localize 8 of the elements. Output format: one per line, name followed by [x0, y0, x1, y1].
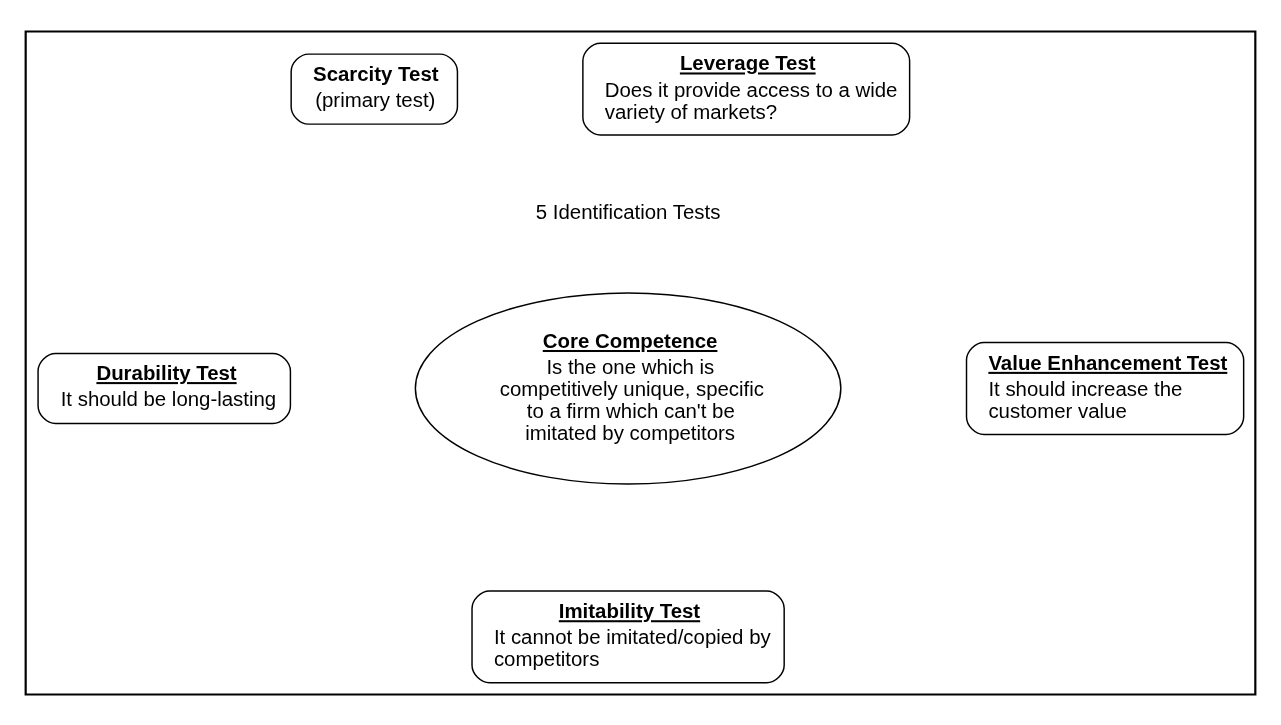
cluster: [24, 29, 1257, 696]
node-box: Imitability Test It cannot be imitated/copied by competitors: [471, 589, 785, 684]
node-box: Value Enhancement Test It should increase the customer value: [965, 341, 1245, 435]
label: 5 Identification Tests: [535, 200, 721, 223]
node-ellipse: Core Competence Is the one which is competitively unique, specific to a firm which can't be imitated by competitors: [414, 291, 842, 485]
node-box: Scarcity Test (primary test): [290, 52, 459, 125]
node-box: Leverage Test Does it provide access to a wide variety of markets?: [582, 41, 911, 136]
node-box: Durability Test It should be long-lasting: [37, 352, 292, 424]
